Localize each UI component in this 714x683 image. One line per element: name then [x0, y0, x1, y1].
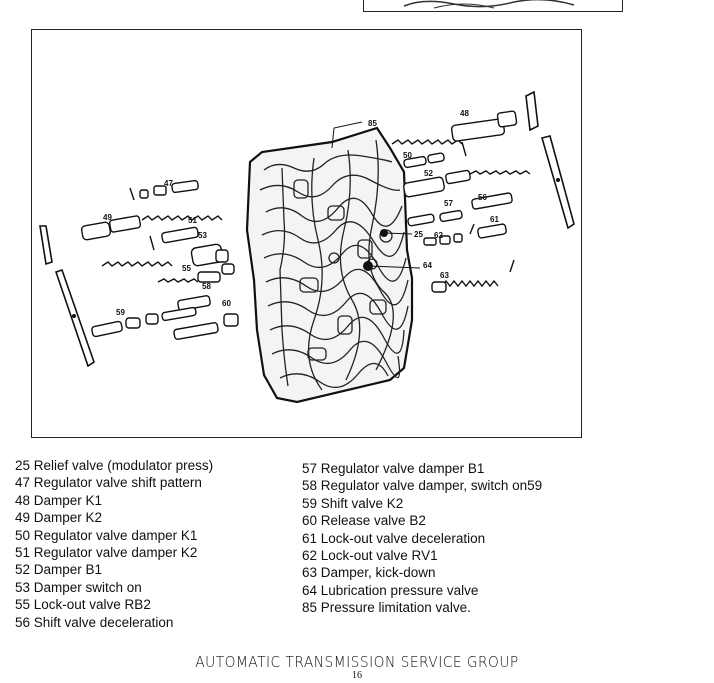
callout-51: 51: [188, 216, 197, 225]
callout-53: 53: [198, 231, 207, 240]
right-cover-plates: [525, 90, 575, 230]
legend-item: 25 Relief valve (modulator press): [15, 458, 214, 473]
previous-figure-frame: [363, 0, 623, 12]
legend-item: 47 Regulator valve shift pattern: [15, 475, 202, 491]
callout-59: 59: [116, 308, 125, 317]
valve-body-exploded-diagram: 85 48 50 52 47 49 51 53 55 58 59 60 56 5…: [31, 29, 582, 438]
callout-52: 52: [424, 169, 433, 178]
legend-item: 48 Damper K1: [15, 492, 103, 508]
legend-item: 63 Damper, kick-down: [302, 565, 436, 581]
callout-56: 56: [478, 193, 487, 202]
legend-left-column: 25 Relief valve (modulator press) 47 Reg…: [15, 457, 213, 631]
left-valve-components: [80, 179, 239, 340]
legend-item: 56 Shift valve deceleration: [15, 614, 174, 630]
legend-item: 53 Damper switch on: [15, 579, 142, 595]
legend-item: 59 Shift valve K2: [302, 495, 404, 511]
callout-57: 57: [444, 199, 453, 208]
valve-body-illustration: 85 48 50 52 47 49 51 53 55 58 59 60 56 5…: [39, 90, 575, 404]
left-cover-plates: [39, 225, 95, 368]
callout-63: 63: [440, 271, 449, 280]
callout-leaders: [331, 121, 421, 269]
callout-61: 61: [490, 215, 499, 224]
callout-48: 48: [460, 109, 469, 118]
legend-right-column: 57 Regulator valve damper B1 58 Regulato…: [302, 460, 542, 617]
legend-item: 64 Lubrication pressure valve: [302, 582, 479, 598]
footer-title: AUTOMATIC TRANSMISSION SERVICE GROUP: [195, 653, 519, 671]
page-number: 16: [352, 670, 362, 681]
legend-item: 62 Lock-out valve RV1: [302, 548, 438, 564]
callout-25: 25: [414, 230, 423, 239]
legend-item: 49 Damper K2: [15, 510, 103, 526]
callout-50: 50: [403, 151, 412, 160]
valve-body-plate: [245, 126, 414, 404]
callout-55: 55: [182, 264, 191, 273]
legend-item: 61 Lock-out valve deceleration: [302, 530, 486, 546]
legend-item: 57 Regulator valve damper B1: [302, 461, 485, 476]
right-valve-components: [391, 110, 531, 293]
legend-item: 58 Regulator valve damper, switch on59: [302, 478, 543, 494]
legend-item: 51 Regulator valve damper K2: [15, 545, 198, 561]
callout-64: 64: [423, 261, 432, 270]
legend-item: 60 Release valve B2: [302, 513, 426, 529]
callout-58: 58: [202, 282, 211, 291]
callout-62: 62: [434, 231, 443, 240]
callout-49: 49: [103, 213, 112, 222]
legend-item: 52 Damper B1: [15, 562, 103, 578]
callout-60: 60: [222, 299, 231, 308]
legend-item: 85 Pressure limitation valve.: [302, 600, 471, 616]
previous-figure-fragment: [403, 0, 575, 9]
legend-item: 55 Lock-out valve RB2: [15, 597, 151, 613]
callout-85: 85: [368, 119, 377, 128]
callout-47: 47: [164, 179, 173, 188]
callout-labels: 85 48 50 52 47 49 51 53 55 58 59 60 56 5…: [103, 109, 499, 317]
legend-item: 50 Regulator valve damper K1: [15, 527, 198, 543]
